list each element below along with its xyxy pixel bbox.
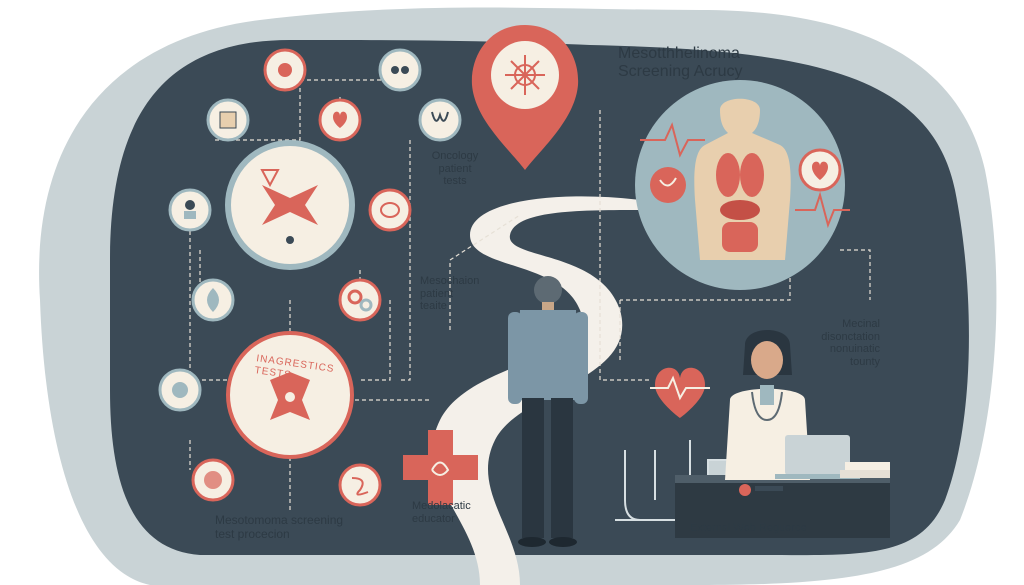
network-connectors	[189, 79, 521, 510]
node-heart	[318, 98, 362, 142]
books-icon	[840, 462, 890, 478]
label-screening-test-process: Mesotomoma screening test procecion	[215, 513, 344, 541]
label-medolacatic-educator: Medolacatic educator	[412, 500, 471, 525]
title-screening-accuracy: Mesotthhelinoma Screening Acrucy	[618, 45, 743, 81]
node-cells	[191, 458, 235, 502]
pulse-line-right	[795, 191, 850, 229]
network-nodes	[158, 48, 462, 507]
node-organ	[368, 188, 412, 232]
node-virus-top	[263, 48, 307, 92]
node-eyes	[378, 48, 422, 92]
central-diagnostic-circle	[225, 140, 355, 270]
node-doc	[206, 98, 250, 142]
heart-node-right	[798, 148, 842, 192]
label-medical-disonctation: Mecinal disonctation nonuinatic tounty	[821, 318, 880, 368]
location-pin	[471, 25, 579, 170]
pills-icon	[739, 484, 783, 496]
node-flower	[158, 368, 202, 412]
label-external-web-resource: External Web Reguerce	[690, 522, 807, 534]
virus-icon	[505, 55, 545, 95]
node-person	[168, 188, 212, 232]
label-oncology-patient-tests: Oncology patient tests	[431, 150, 479, 188]
throat-node	[650, 167, 686, 203]
diagnostic-tests-circle	[226, 331, 354, 459]
label-mesochaion-patient: Mesochaion patient teaite	[420, 275, 480, 313]
node-gears	[338, 278, 382, 322]
patient-figure	[508, 276, 588, 547]
node-lungs	[418, 98, 462, 142]
anatomy-circle	[635, 80, 845, 290]
pulse-line-left	[640, 122, 705, 158]
heart-pulse-icon	[650, 367, 710, 418]
node-leaf	[191, 278, 235, 322]
red-cross-icon	[403, 430, 478, 505]
node-knot	[338, 463, 382, 507]
laptop-icon	[775, 435, 860, 479]
